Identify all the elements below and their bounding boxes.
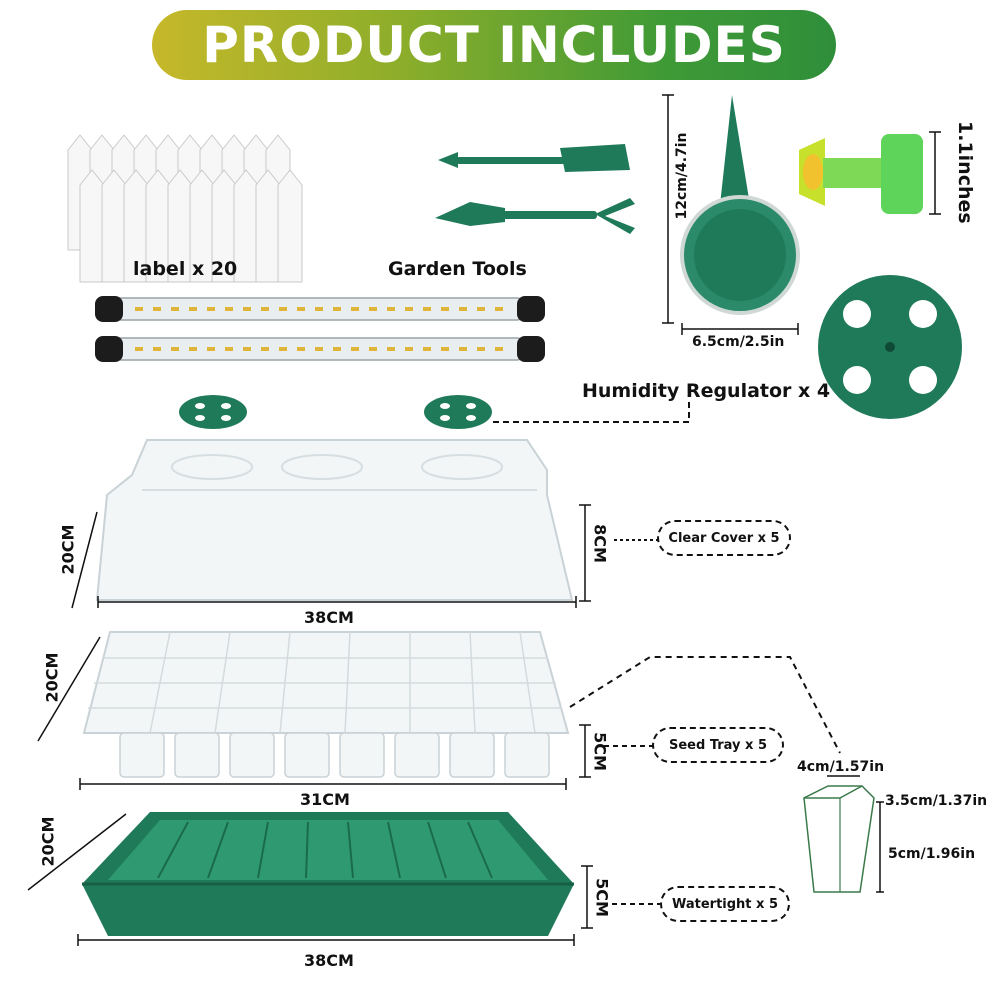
label-count-caption: label x 20 <box>133 258 238 280</box>
cell-bottom-label: 3.5cm/1.37in <box>885 793 988 809</box>
cover-length-line <box>97 596 577 608</box>
base-leader-line <box>612 903 660 905</box>
cover-depth-line <box>71 511 98 609</box>
base-length-label: 38CM <box>304 951 354 970</box>
cell-detail-leader <box>569 656 841 754</box>
banner-title: PRODUCT INCLUDES <box>202 16 786 74</box>
tray-depth-line <box>37 636 101 742</box>
humidity-leader-line <box>493 400 690 423</box>
tray-height-line <box>579 724 591 778</box>
tray-length-label: 31CM <box>300 790 350 809</box>
base-depth-line <box>27 813 127 891</box>
garden-tools-image <box>435 144 635 234</box>
watertight-badge: Watertight x 5 <box>660 886 790 922</box>
plant-labels-image <box>67 134 303 283</box>
humidity-regulator-caption: Humidity Regulator x 4 <box>582 380 831 402</box>
cover-height-line <box>579 504 591 602</box>
cover-depth-label: 20CM <box>58 524 78 575</box>
tray-depth-label: 20CM <box>42 652 62 703</box>
base-depth-label: 20CM <box>38 816 58 867</box>
title-banner: PRODUCT INCLUDES <box>152 10 836 80</box>
seed-tray-image <box>82 631 570 778</box>
humidity-regulator-disc-large <box>818 275 962 419</box>
seed-sprinkler-image <box>662 94 800 335</box>
cap-size-label: 1.1inches <box>954 121 976 224</box>
base-length-line <box>77 934 575 946</box>
cover-length-label: 38CM <box>304 608 354 627</box>
cover-height-label: 8CM <box>590 524 610 563</box>
cell-height-label: 5cm/1.96in <box>888 846 976 862</box>
base-height-line <box>581 865 593 929</box>
base-height-label: 5CM <box>592 878 612 917</box>
garden-tools-caption: Garden Tools <box>388 258 527 280</box>
tray-length-line <box>79 778 567 790</box>
cell-top-label: 4cm/1.57in <box>797 759 885 775</box>
led-grow-lights-image <box>95 296 545 362</box>
humidity-regulator-small-2 <box>424 395 492 429</box>
cell-diagram <box>803 775 884 893</box>
sprinkler-width-label: 6.5cm/2.5in <box>692 334 785 350</box>
bottle-sprinkler-image <box>799 131 941 215</box>
seed-tray-badge: Seed Tray x 5 <box>652 727 784 763</box>
humidity-regulator-small-1 <box>179 395 247 429</box>
cover-leader-line <box>614 539 662 541</box>
sprinkler-height-label: 12cm/4.7in <box>674 132 690 220</box>
clear-cover-image <box>95 439 574 601</box>
watertight-tray-image <box>82 812 574 936</box>
clear-cover-badge: Clear Cover x 5 <box>657 520 791 556</box>
